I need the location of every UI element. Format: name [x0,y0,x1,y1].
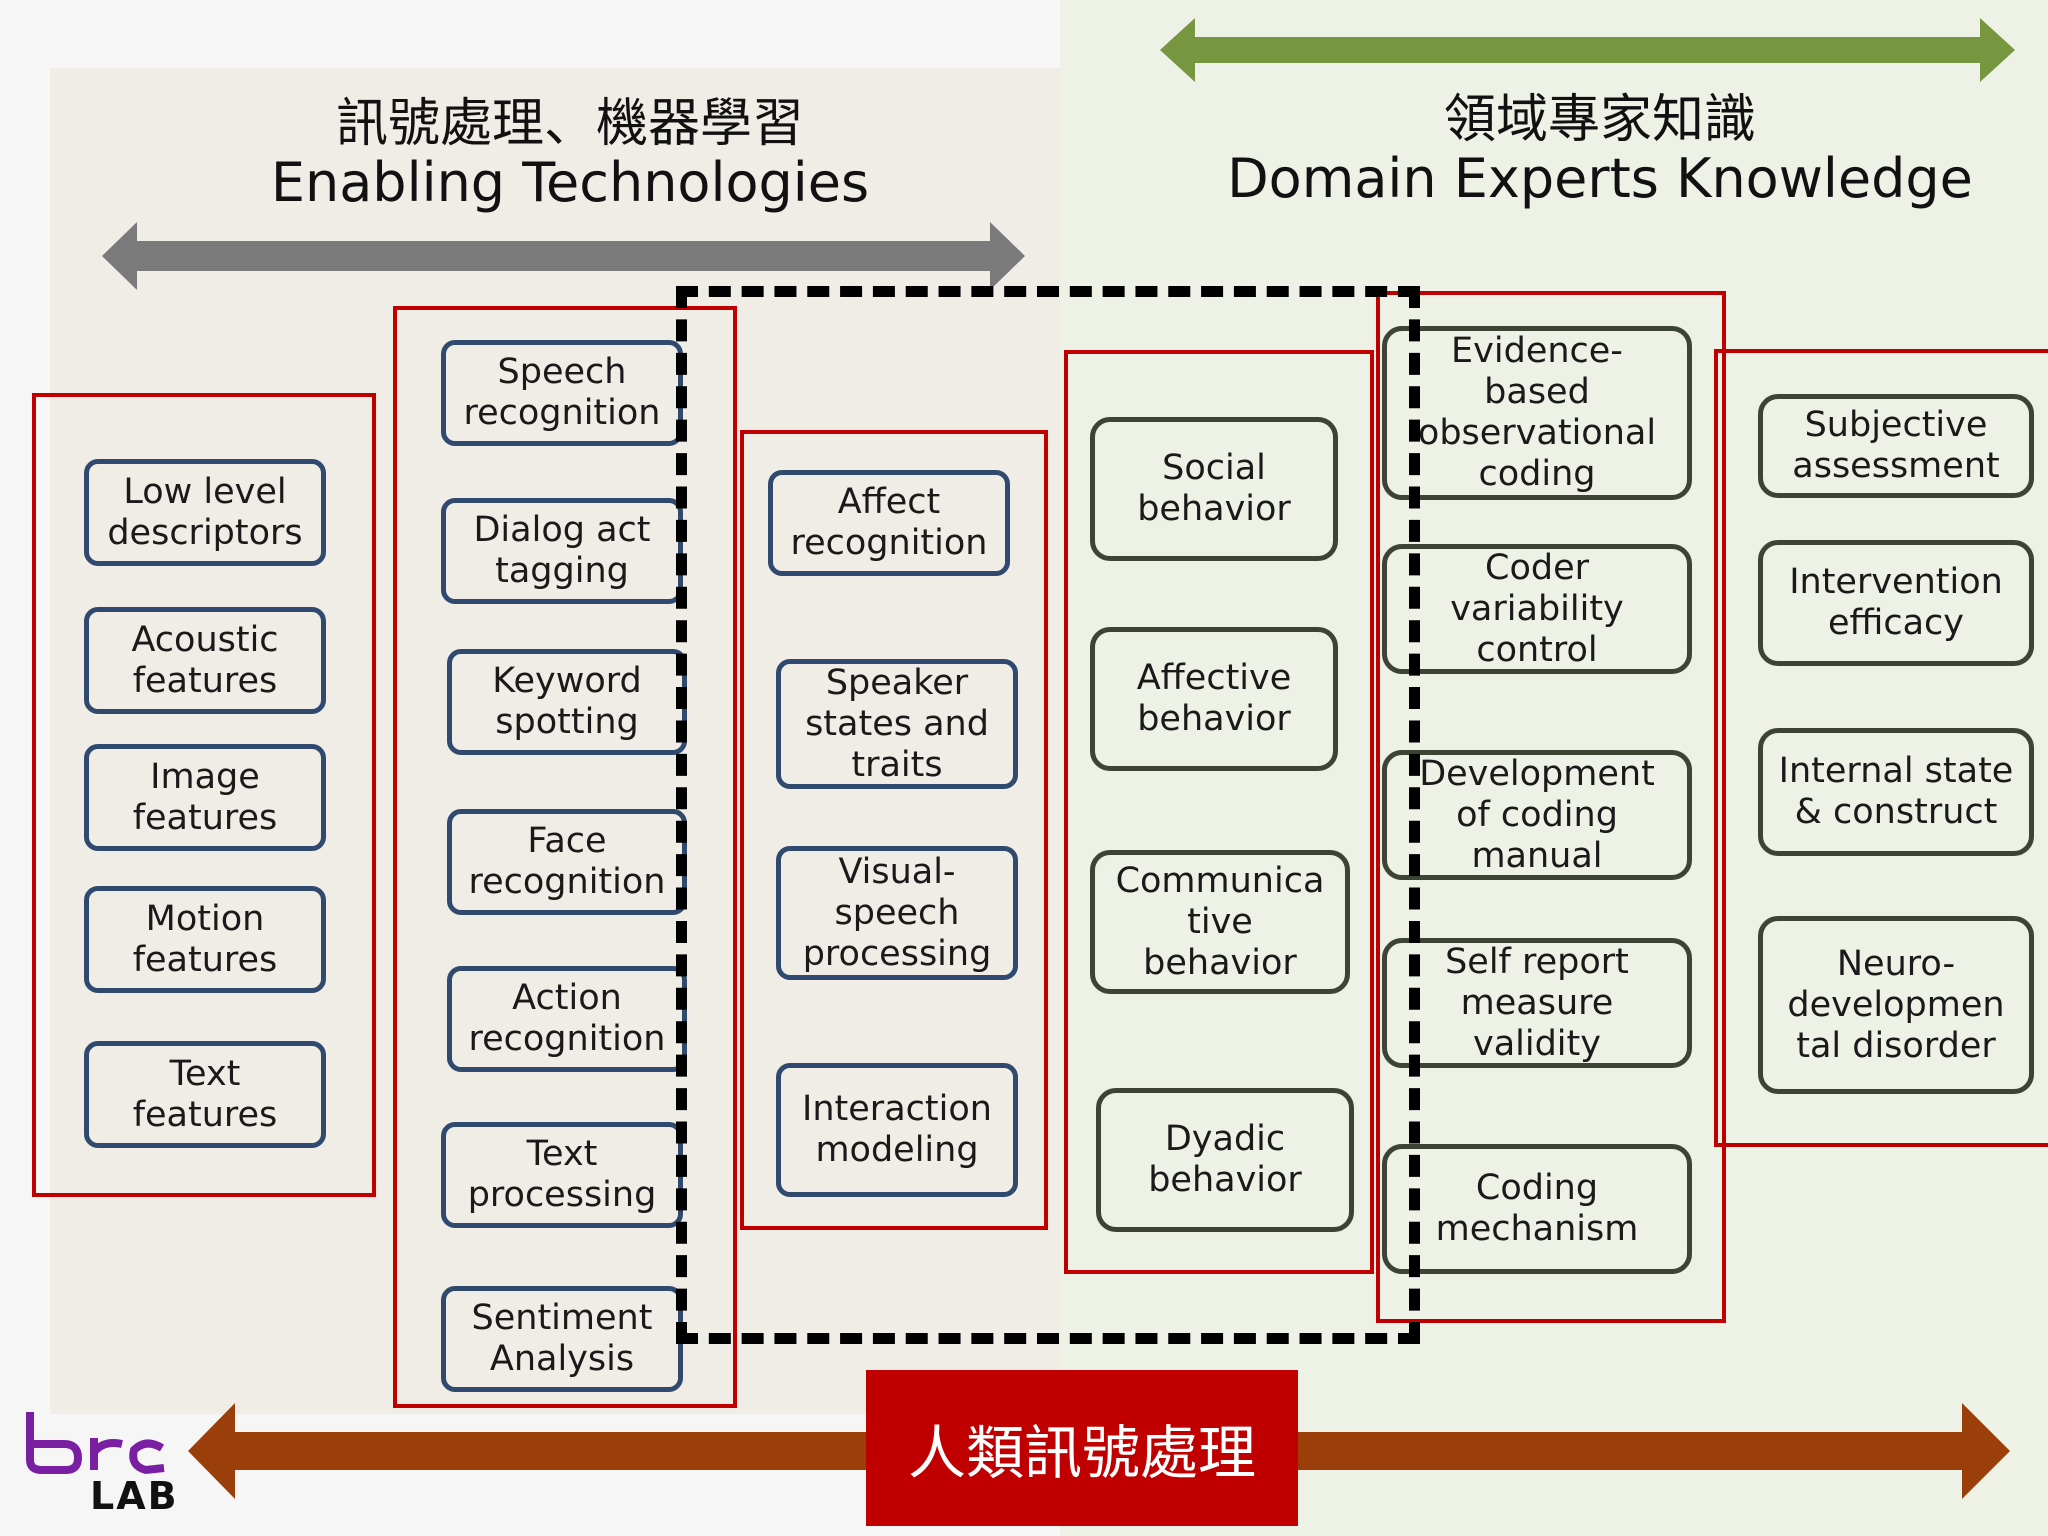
tech-label: Keyword spotting [492,661,642,742]
logo-text: LAB [90,1474,179,1518]
feature-box-image: Image features [84,744,326,851]
feature-label: Low level descriptors [107,471,303,553]
recognition-column [393,306,737,1408]
model-label: Speaker states and traits [805,662,989,785]
tech-box-dialog-act: Dialog act tagging [441,498,683,604]
tech-label: Sentiment Analysis [471,1298,653,1379]
outcome-box-subjective-assessment: Subjective assessment [1758,394,2034,498]
outcome-label: Intervention efficacy [1789,562,2003,643]
coding-label: Coding mechanism [1435,1168,1639,1249]
bottom-label-box: 人類訊號處理 [866,1370,1298,1526]
left-header: 訊號處理、機器學習 Enabling Technologies [160,94,980,215]
behavior-box-communicative: Communica tive behavior [1090,850,1350,994]
outcome-label: Subjective assessment [1792,405,2000,486]
feature-label: Acoustic features [131,619,279,701]
coding-column [1376,291,1726,1323]
tech-label: Text processing [467,1134,657,1215]
left-header-zh: 訊號處理、機器學習 [335,94,804,154]
behavior-label: Affective behavior [1136,658,1292,739]
tech-label: Speech recognition [463,352,661,433]
tech-label: Face recognition [468,821,666,902]
behavior-column [1064,350,1374,1274]
coding-box-evidence-based: Evidence- based observational coding [1382,326,1692,500]
left-header-en: Enabling Technologies [270,151,870,215]
outcome-box-neurodevelopmental: Neuro- developmen tal disorder [1758,916,2034,1094]
coding-box-coder-variability: Coder variability control [1382,544,1692,674]
coding-label: Evidence- based observational coding [1417,331,1657,494]
tech-box-text-processing: Text processing [441,1122,683,1228]
features-column [32,393,376,1197]
feature-label: Text features [132,1053,278,1135]
outcome-box-intervention-efficacy: Intervention efficacy [1758,540,2034,666]
feature-label: Image features [132,756,278,838]
model-label: Interaction modeling [802,1089,992,1170]
focus-dashed-region [676,286,1420,1344]
feature-box-low-level-descriptors: Low level descriptors [84,459,326,566]
outcomes-column [1714,349,2048,1147]
behavior-label: Social behavior [1137,448,1291,529]
behavior-box-dyadic: Dyadic behavior [1096,1088,1354,1232]
logo-mark-icon [26,1412,165,1475]
model-box-speaker-states: Speaker states and traits [776,659,1018,789]
coding-box-coding-manual: Development of coding manual [1382,750,1692,880]
coding-label: Self report measure validity [1445,941,1629,1064]
coding-box-coding-mechanism: Coding mechanism [1382,1144,1692,1274]
right-header-en: Domain Experts Knowledge [1227,147,1973,211]
gray-double-arrow [102,222,1025,290]
behavior-label: Dyadic behavior [1148,1119,1302,1200]
tech-box-speech-recognition: Speech recognition [441,340,683,446]
outcome-label: Neuro- developmen tal disorder [1787,943,2005,1066]
behavior-box-affective: Affective behavior [1090,627,1338,771]
outcome-box-internal-state: Internal state & construct [1758,728,2034,856]
behavior-label: Communica tive behavior [1115,860,1325,983]
lab-logo: LAB [22,1408,177,1518]
right-header-zh: 領域專家知識 [1443,90,1756,150]
tech-label: Action recognition [468,978,666,1059]
model-label: Visual- speech processing [802,851,992,974]
feature-box-text: Text features [84,1041,326,1148]
green-double-arrow [1160,18,2015,82]
modeling-column [740,430,1048,1230]
model-box-visual-speech: Visual- speech processing [776,846,1018,980]
model-box-interaction-modeling: Interaction modeling [776,1063,1018,1197]
model-box-affect-recognition: Affect recognition [768,470,1010,576]
feature-box-acoustic: Acoustic features [84,607,326,714]
right-header: 領域專家知識 Domain Experts Knowledge [1180,90,2020,211]
behavior-box-social: Social behavior [1090,417,1338,561]
tech-box-sentiment-analysis: Sentiment Analysis [441,1286,683,1392]
coding-box-self-report: Self report measure validity [1382,938,1692,1068]
feature-box-motion: Motion features [84,886,326,993]
tech-box-action-recognition: Action recognition [447,966,687,1072]
feature-label: Motion features [132,898,278,980]
coding-label: Coder variability control [1450,547,1624,670]
tech-box-keyword-spotting: Keyword spotting [447,649,687,755]
bottom-label-text: 人類訊號處理 [907,1419,1256,1487]
model-label: Affect recognition [790,482,988,563]
tech-box-face-recognition: Face recognition [447,809,687,915]
outcome-label: Internal state & construct [1778,751,2014,832]
coding-label: Development of coding manual [1419,753,1655,876]
tech-label: Dialog act tagging [473,510,651,591]
